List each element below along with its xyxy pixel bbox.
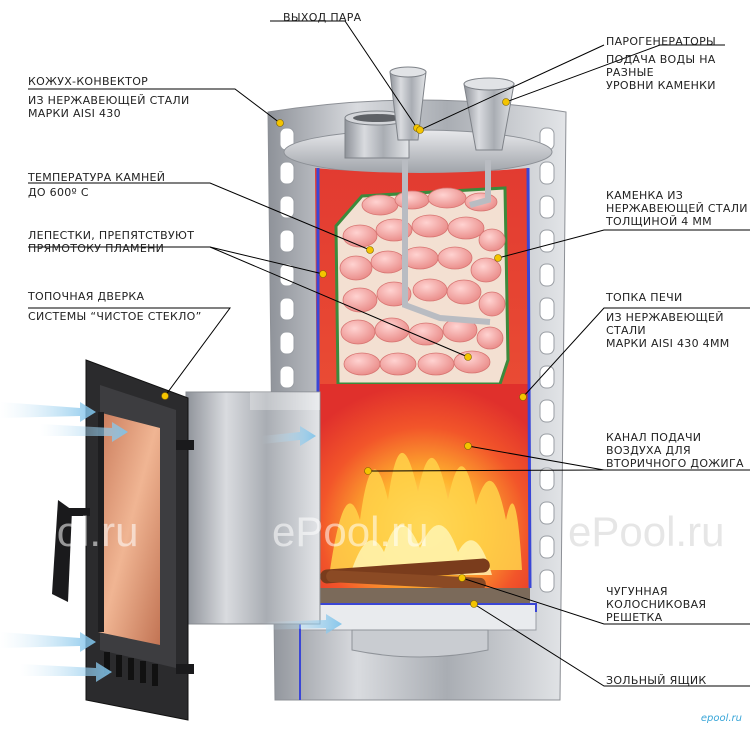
- label-water-supply-1: ПОДАЧА ВОДЫ НА: [606, 53, 716, 66]
- label-air-channel-1: КАНАЛ ПОДАЧИ: [606, 431, 702, 444]
- label-steam-outlet: ВЫХОД ПАРА: [283, 11, 362, 24]
- label-firebox-desc-1: ИЗ НЕРЖАВЕЮЩЕЙ: [606, 311, 724, 324]
- brand-logo: epool.ru: [700, 713, 742, 724]
- label-grate-3: РЕШЕТКА: [606, 611, 663, 624]
- label-stove-box-3: ТОЛЩИНОЙ 4 ММ: [606, 215, 712, 228]
- watermark-center: ePool.ru: [272, 508, 429, 555]
- label-stone-temp-1: ТЕМПЕРАТУРА КАМНЕЙ: [28, 171, 166, 184]
- label-casing-title: КОЖУХ-КОНВЕКТОР: [28, 75, 149, 88]
- steam-generator-right: [463, 77, 515, 151]
- logs: [320, 558, 490, 590]
- grate: [318, 588, 530, 604]
- watermark-left: ePool.ru: [0, 508, 139, 555]
- label-grate-2: КОЛОСНИКОВАЯ: [606, 598, 707, 611]
- callout-dots: [161, 98, 527, 608]
- firebox-sleeve: [185, 391, 321, 625]
- label-grate-1: ЧУГУННАЯ: [606, 585, 668, 598]
- label-water-supply-3: УРОВНИ КАМЕНКИ: [606, 79, 716, 92]
- watermark-right: ePool.ru: [568, 508, 725, 555]
- leader-lines: [28, 20, 750, 687]
- label-casing-desc-1: ИЗ НЕРЖАВЕЮЩЕЙ СТАЛИ: [28, 94, 190, 107]
- stove-cutaway: [250, 160, 537, 700]
- steam-generator-left: [389, 66, 427, 141]
- label-door-desc: СИСТЕМЫ “ЧИСТОЕ СТЕКЛО”: [28, 310, 202, 323]
- ash-box: [351, 629, 489, 658]
- label-petals-2: ПРЯМОТОКУ ПЛАМЕНИ: [28, 242, 165, 255]
- label-firebox-title: ТОПКА ПЕЧИ: [606, 291, 683, 304]
- label-door-title: ТОПОЧНАЯ ДВЕРКА: [28, 290, 145, 303]
- fire-door: [52, 359, 194, 721]
- label-water-supply-2: РАЗНЫЕ: [606, 66, 654, 79]
- label-steam-generators: ПАРОГЕНЕРАТОРЫ: [606, 35, 717, 48]
- air-flow-arrows: [0, 402, 342, 682]
- label-stove-box-1: КАМЕНКА ИЗ: [606, 189, 684, 202]
- label-petals-1: ЛЕПЕСТКИ, ПРЕПЯТСТВУЮТ: [28, 229, 195, 242]
- label-stove-box-2: НЕРЖАВЕЮЩЕЙ СТАЛИ: [606, 202, 748, 215]
- label-firebox-desc-3: МАРКИ AISI 430 4ММ: [606, 337, 730, 350]
- label-air-channel-2: ВОЗДУХА ДЛЯ: [606, 444, 691, 457]
- label-air-channel-3: ВТОРИЧНОГО ДОЖИГА: [606, 457, 744, 470]
- label-ash-box: ЗОЛЬНЫЙ ЯЩИК: [606, 674, 707, 687]
- label-casing-desc-2: МАРКИ AISI 430: [28, 107, 121, 120]
- label-firebox-desc-2: СТАЛИ: [606, 324, 646, 337]
- label-stone-temp-2: ДО 600º С: [28, 186, 89, 199]
